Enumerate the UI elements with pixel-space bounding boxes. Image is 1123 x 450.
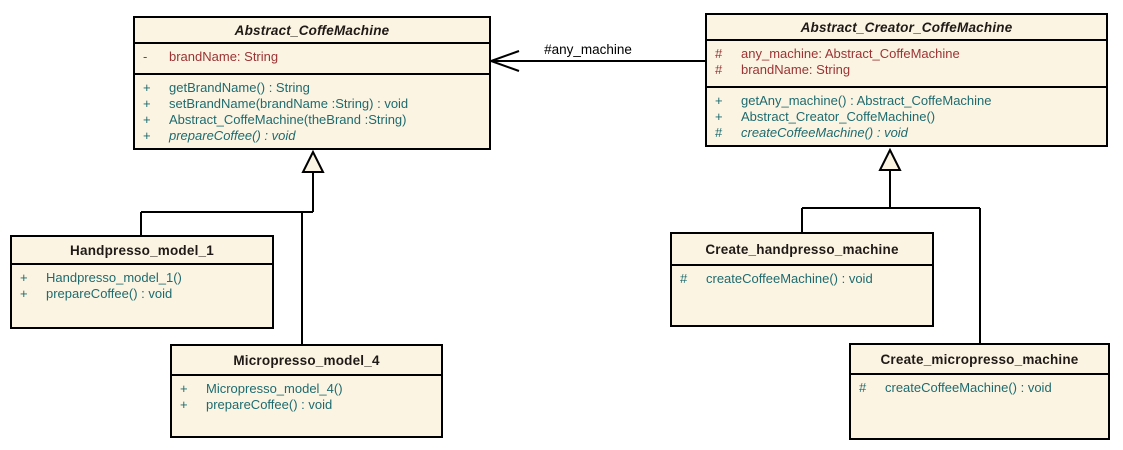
member-signature: brandName: String	[741, 62, 851, 77]
member-signature: setBrandName(brandName :String) : void	[169, 96, 409, 111]
visibility-symbol: +	[20, 270, 28, 285]
visibility-symbol: #	[715, 125, 723, 140]
member-signature: prepareCoffee() : void	[169, 128, 296, 143]
visibility-symbol: #	[715, 46, 723, 61]
member-row: # createCoffeeMachine() : void	[680, 271, 924, 287]
member-row: # createCoffeeMachine() : void	[859, 380, 1100, 396]
visibility-symbol: +	[20, 286, 28, 301]
methods-compartment: # createCoffeeMachine() : void	[851, 375, 1108, 438]
member-row: + Abstract_CoffeMachine(theBrand :String)	[143, 112, 481, 128]
class-create-micropresso-machine: Create_micropresso_machine # createCoffee…	[849, 343, 1110, 440]
member-row: + setBrandName(brandName :String) : void	[143, 96, 481, 112]
class-create-handpresso-machine: Create_handpresso_machine # createCoffeeM…	[670, 232, 934, 327]
visibility-symbol: #	[859, 380, 867, 395]
class-micropresso-model-4: Micropresso_model_4 + Micropresso_model_4…	[170, 344, 443, 438]
open-arrowhead-icon	[488, 50, 520, 72]
visibility-symbol: +	[715, 93, 723, 108]
generalization-right	[801, 147, 981, 343]
member-row: # brandName: String	[715, 62, 1098, 78]
class-abstract-creator-coffemachine: Abstract_Creator_CoffeMachine # any_machi…	[705, 13, 1108, 147]
member-row: + Micropresso_model_4()	[180, 381, 433, 397]
association-label: #any_machine	[544, 42, 632, 57]
visibility-symbol: -	[143, 49, 148, 64]
member-signature: getAny_machine() : Abstract_CoffeMachine	[741, 93, 992, 108]
member-row: # any_machine: Abstract_CoffeMachine	[715, 46, 1098, 62]
member-signature: Abstract_Creator_CoffeMachine()	[741, 109, 936, 124]
member-row: + Abstract_Creator_CoffeMachine()	[715, 109, 1098, 125]
member-signature: brandName: String	[169, 49, 279, 64]
member-signature: Micropresso_model_4()	[206, 381, 343, 396]
class-handpresso-model-1: Handpresso_model_1 + Handpresso_model_1()…	[10, 235, 274, 329]
member-signature: getBrandName() : String	[169, 80, 310, 95]
visibility-symbol: #	[715, 62, 723, 77]
member-row: + Handpresso_model_1()	[20, 270, 264, 286]
member-row: + prepareCoffee() : void	[143, 128, 481, 144]
visibility-symbol: +	[180, 381, 188, 396]
visibility-symbol: +	[143, 96, 151, 111]
inheritance-triangle-icon	[301, 149, 325, 173]
visibility-symbol: +	[143, 128, 151, 143]
class-title: Abstract_Creator_CoffeMachine	[707, 15, 1106, 41]
association-any-machine: #any_machine	[488, 42, 705, 72]
member-signature: createCoffeeMachine() : void	[741, 125, 908, 140]
member-row: # createCoffeeMachine() : void	[715, 125, 1098, 141]
member-row: + getBrandName() : String	[143, 80, 481, 96]
visibility-symbol: +	[143, 80, 151, 95]
methods-compartment: + Handpresso_model_1() + prepareCoffee() : …	[12, 265, 272, 327]
visibility-symbol: +	[715, 109, 723, 124]
class-title: Micropresso_model_4	[172, 346, 441, 376]
class-title: Create_micropresso_machine	[851, 345, 1108, 375]
member-row: - brandName: String	[143, 49, 481, 65]
member-signature: createCoffeeMachine() : void	[885, 380, 1052, 395]
member-row: + getAny_machine() : Abstract_CoffeMachin…	[715, 93, 1098, 109]
member-signature: prepareCoffee() : void	[46, 286, 173, 301]
inheritance-triangle-icon	[878, 147, 902, 171]
attributes-compartment: - brandName: String	[135, 44, 489, 75]
class-abstract-coffemachine: Abstract_CoffeMachine - brandName: String…	[133, 16, 491, 150]
visibility-symbol: +	[143, 112, 151, 127]
methods-compartment: + getAny_machine() : Abstract_CoffeMachin…	[707, 88, 1106, 145]
visibility-symbol: +	[180, 397, 188, 412]
visibility-symbol: #	[680, 271, 688, 286]
member-row: + prepareCoffee() : void	[180, 397, 433, 413]
class-title: Create_handpresso_machine	[672, 234, 932, 266]
methods-compartment: # createCoffeeMachine() : void	[672, 266, 932, 325]
member-signature: any_machine: Abstract_CoffeMachine	[741, 46, 960, 61]
member-signature: prepareCoffee() : void	[206, 397, 333, 412]
member-signature: Abstract_CoffeMachine(theBrand :String)	[169, 112, 407, 127]
generalization-left	[140, 149, 325, 344]
class-title: Handpresso_model_1	[12, 237, 272, 265]
methods-compartment: + getBrandName() : String + setBrandName(br…	[135, 75, 489, 148]
attributes-compartment: # any_machine: Abstract_CoffeMachine # bran…	[707, 41, 1106, 88]
member-signature: Handpresso_model_1()	[46, 270, 182, 285]
member-row: + prepareCoffee() : void	[20, 286, 264, 302]
member-signature: createCoffeeMachine() : void	[706, 271, 873, 286]
methods-compartment: + Micropresso_model_4() + prepareCoffee() :…	[172, 376, 441, 436]
class-title: Abstract_CoffeMachine	[135, 18, 489, 44]
